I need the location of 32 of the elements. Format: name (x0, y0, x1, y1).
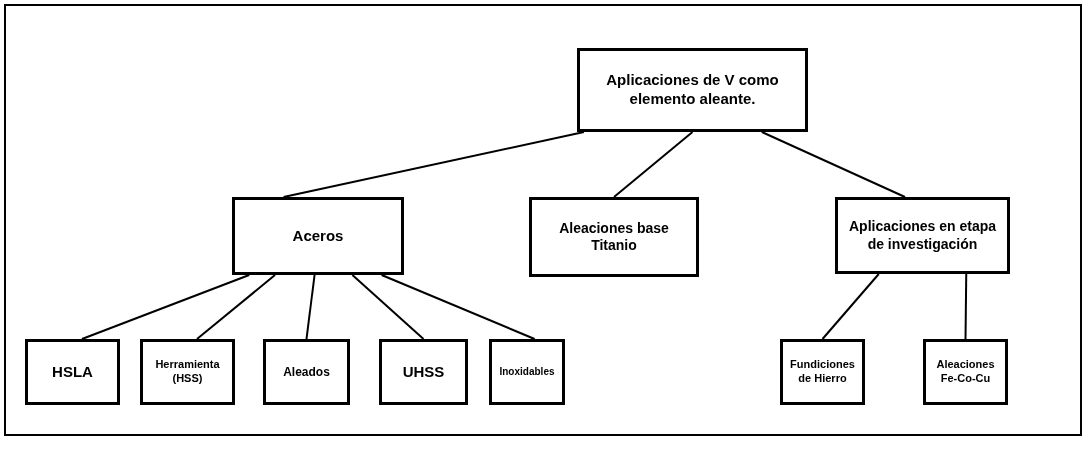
text-box (140, 339, 235, 405)
box-label: Aceros (292, 226, 344, 246)
box-label: Aleados (283, 364, 330, 380)
text-box (577, 48, 808, 132)
box-label: Aleaciones base Titanio (558, 219, 670, 255)
connector-line (196, 274, 276, 340)
connector-line (305, 274, 316, 340)
box-label: Aplicaciones de V como elemento aleante. (605, 71, 780, 109)
text-box (923, 339, 1008, 405)
box-label: Inoxidables (499, 365, 555, 379)
text-box (379, 339, 468, 405)
connector-line (282, 131, 585, 198)
box-label: Aplicaciones en etapa de investigación (847, 218, 998, 253)
text-box (232, 197, 404, 275)
box-label: UHSS (402, 362, 445, 382)
connector-line (964, 273, 968, 340)
connector-line (821, 273, 880, 340)
connector-line (380, 274, 536, 340)
text-box (489, 339, 565, 405)
box-label: Fundiciones de Hierro (789, 358, 856, 386)
text-box (263, 339, 350, 405)
box-label: Herramienta (HSS) (154, 358, 221, 386)
box-label: HSLA (52, 362, 93, 382)
text-box (25, 339, 120, 405)
connector-line (351, 274, 425, 340)
box-label: Aleaciones Fe-Co-Cu (935, 358, 996, 386)
connector-line (613, 131, 694, 198)
connector-line (760, 131, 906, 198)
text-box (780, 339, 865, 405)
connector-line (81, 274, 251, 340)
text-box (529, 197, 699, 277)
text-box (835, 197, 1010, 274)
